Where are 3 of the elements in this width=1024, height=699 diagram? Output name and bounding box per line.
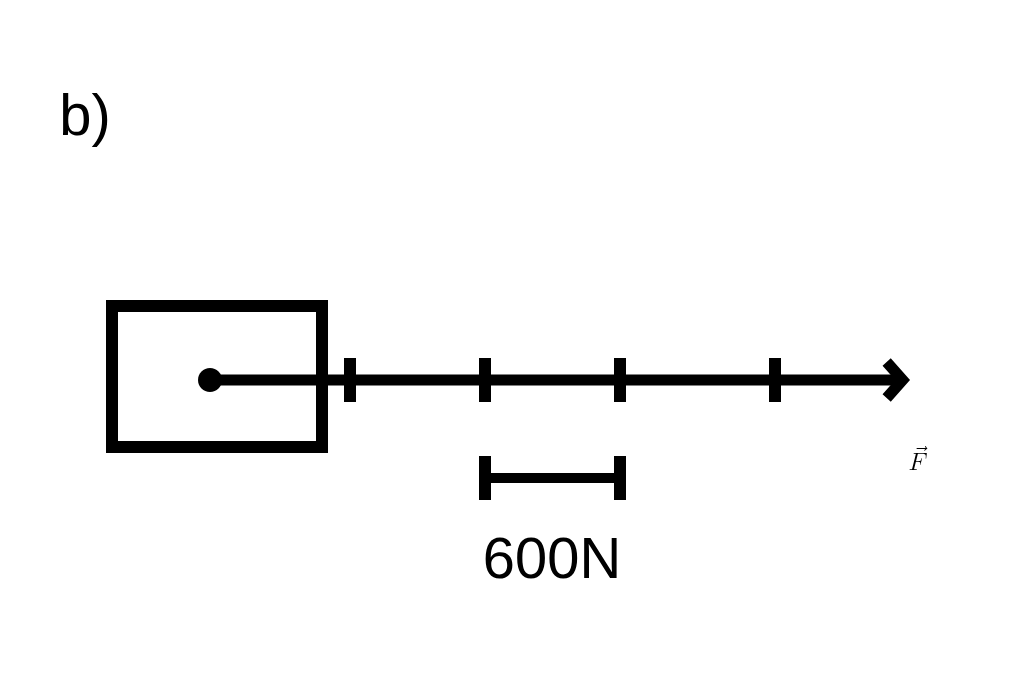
force-label: $\vec{F}$ [909,446,928,470]
label-text: b) [62,93,108,148]
scale-label: 600N [485,537,617,579]
